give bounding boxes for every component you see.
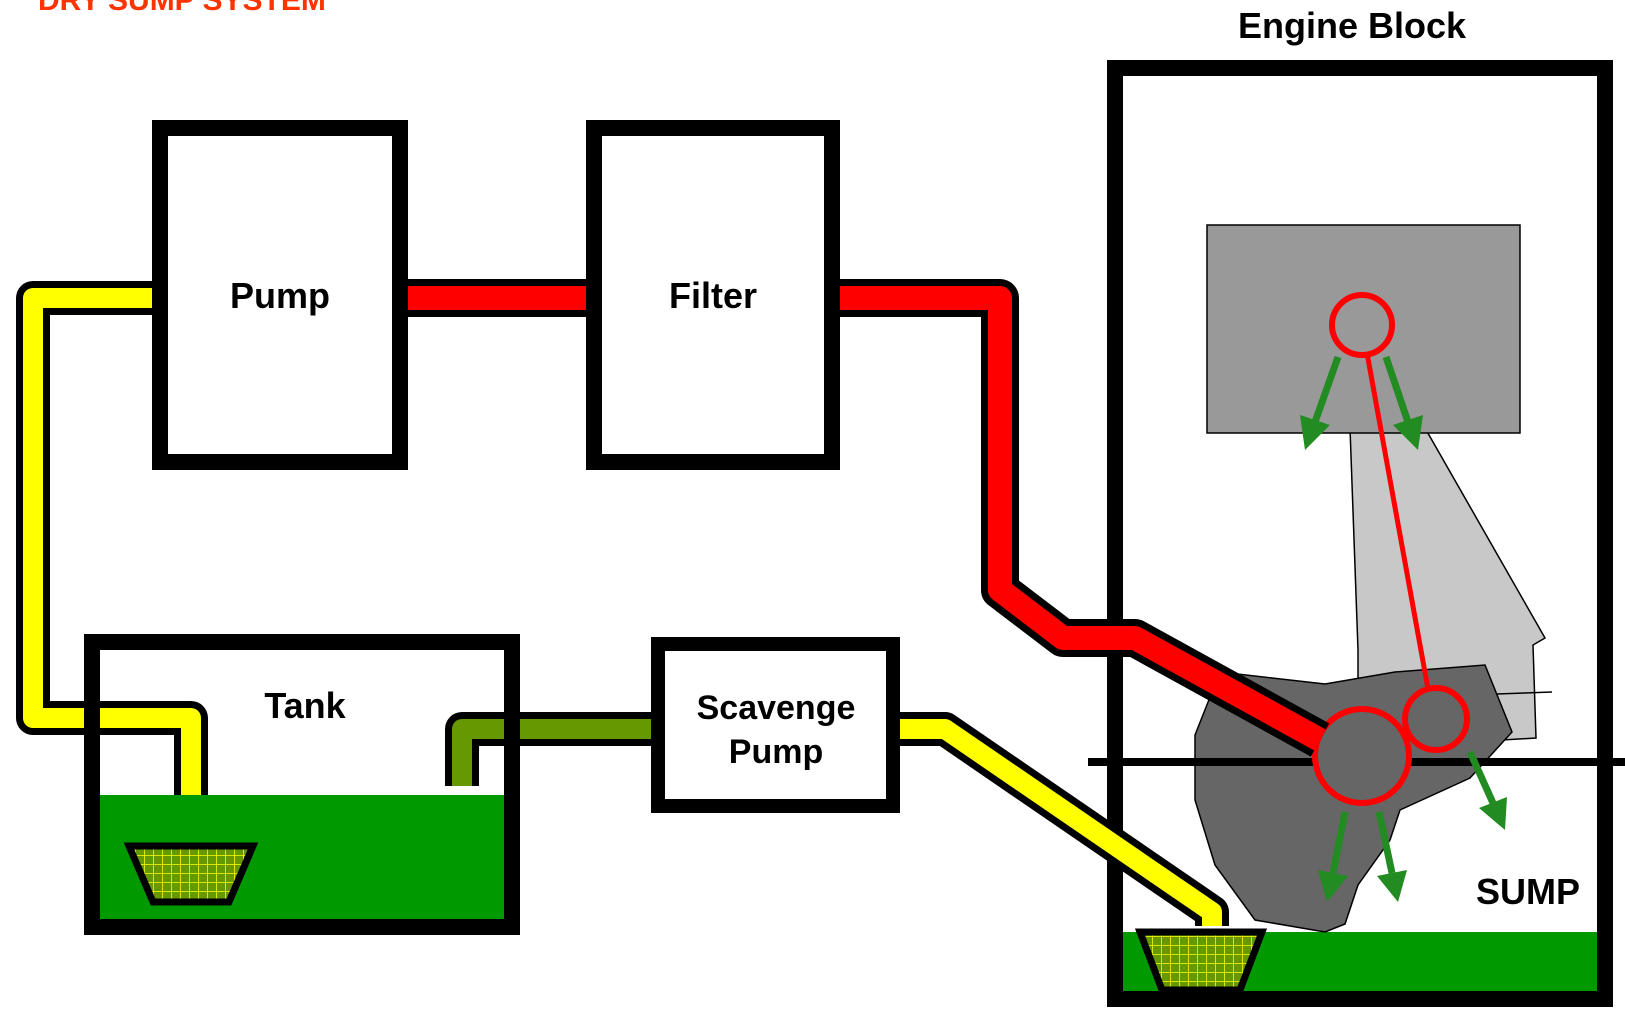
green-arrow-icon [1300,355,1342,450]
green-arrow-icon [1382,355,1423,450]
engine-block: SUMP [1088,60,1625,1007]
wrist-pin [1329,292,1395,358]
main-journal [1312,706,1412,806]
flow-arrows [1300,355,1507,902]
filter-label: Filter [669,275,757,316]
return-line [445,712,652,786]
crank-pin [1402,685,1470,753]
oil-gallery-line [1364,352,1433,701]
engine-block-label: Engine Block [1238,5,1467,46]
engine-block-outline [1107,60,1613,1007]
scavenge-pump-label-line1: Scavenge [697,689,856,727]
scavenge-line [900,712,1229,929]
pump-label: Pump [230,275,330,316]
mesh-strainer-icon [123,842,259,906]
mesh-strainer-icon [1134,928,1268,994]
filter: Filter [586,120,840,470]
pressure-line-filter-engine [832,279,1330,757]
scavenge-pump-label-line2: Pump [729,733,823,771]
green-arrow-icon [1318,811,1349,902]
diagram-title: DRY SUMP SYSTEM [38,0,326,17]
sump-label: SUMP [1476,871,1580,912]
green-arrow-icon [1466,750,1507,830]
scavenge-pump: Scavenge Pump [651,637,900,813]
connecting-rod [1349,427,1547,746]
tank: Tank [84,634,520,935]
pump: Pump [152,120,408,470]
green-arrow-icon [1375,811,1407,902]
tank-label: Tank [264,685,346,726]
suction-line [16,281,208,851]
